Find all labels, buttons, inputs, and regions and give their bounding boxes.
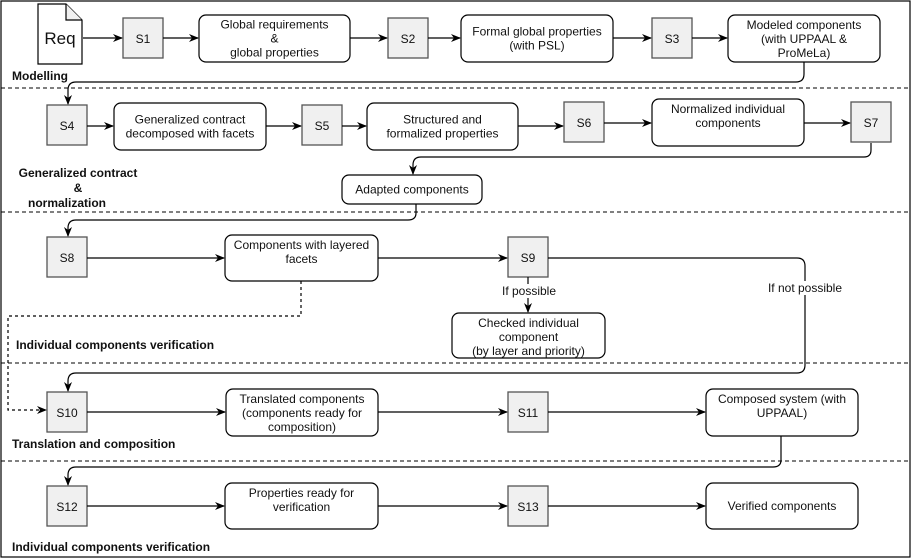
box-text-line: (with PSL) — [509, 39, 564, 53]
box-text-line: Generalized contract — [135, 113, 246, 127]
step-s13: S13 — [507, 485, 549, 527]
step-label: S1 — [136, 32, 151, 46]
step-label: S10 — [56, 406, 78, 420]
box-text-line: components — [695, 116, 760, 130]
phase-label-individual-verification: Individual components verification — [16, 338, 214, 352]
box-text-line: Formal global properties — [472, 25, 601, 39]
box-text-line: Global requirements — [220, 18, 328, 32]
phase-label-generalized: Generalized contract — [19, 166, 138, 180]
edge-label-if-not-possible: If not possible — [768, 281, 842, 295]
step-s1: S1 — [122, 17, 164, 59]
box-text-line: Components with layered — [234, 238, 369, 252]
box-text-line: (with UPPAAL & — [761, 32, 847, 46]
box-text-line: (by layer and priority) — [472, 344, 585, 358]
phase-label-generalized: normalization — [28, 196, 106, 210]
step-label: S11 — [518, 406, 539, 420]
box-text-line: Adapted components — [355, 183, 468, 197]
box-text-line: UPPAAL) — [757, 406, 807, 420]
step-s2: S2 — [387, 17, 429, 59]
box-text-line: component — [499, 330, 559, 344]
box-text-line: (components ready for — [242, 406, 362, 420]
phase-label-modelling: Modelling — [12, 69, 68, 83]
box-text-line: facets — [285, 252, 317, 266]
step-s12: S12 — [46, 485, 88, 527]
box-translated: Translated components(components ready f… — [225, 388, 379, 437]
box-global-req: Global requirements&global properties — [198, 14, 351, 63]
box-text-line: Modeled components — [747, 18, 862, 32]
step-s9: S9 — [507, 236, 549, 278]
box-text-line: Checked individual — [478, 316, 579, 330]
box-verified: Verified components — [705, 482, 859, 530]
step-s5: S5 — [301, 104, 343, 146]
box-text-line: Normalized individual — [671, 102, 785, 116]
box-adapted: Adapted components — [341, 174, 483, 205]
step-label: S6 — [577, 116, 592, 130]
step-s4: S4 — [46, 104, 88, 146]
box-text-line: Translated components — [240, 392, 365, 406]
box-formal-global: Formal global properties(with PSL) — [460, 14, 614, 63]
document-label: Req — [44, 29, 75, 48]
box-modeled: Modeled components(with UPPAAL &ProMeLa) — [727, 14, 881, 63]
step-s3: S3 — [651, 17, 693, 59]
step-label: S8 — [60, 251, 75, 265]
step-s11: S11 — [507, 391, 549, 433]
step-label: S3 — [665, 32, 680, 46]
step-s7: S7 — [850, 101, 892, 143]
step-label: S5 — [315, 119, 330, 133]
step-label: S9 — [521, 251, 536, 265]
box-text-line: formalized properties — [386, 127, 498, 141]
step-label: S7 — [864, 116, 879, 130]
box-text-line: Verified components — [728, 499, 837, 513]
edge-label-if-possible: If possible — [502, 284, 556, 298]
box-text-line: & — [270, 32, 278, 46]
phase-label-generalized: & — [74, 181, 83, 195]
box-text-line: Structured and — [403, 113, 482, 127]
step-s8: S8 — [46, 236, 88, 278]
step-label: S12 — [56, 500, 78, 514]
box-text-line: verification — [273, 500, 330, 514]
box-text-line: Composed system (with — [718, 392, 846, 406]
phase-label-translation: Translation and composition — [12, 437, 175, 451]
box-text-line: Properties ready for — [249, 486, 354, 500]
phase-label-individual-verification-2: Individual components verification — [12, 540, 210, 554]
box-text-line: global properties — [230, 46, 319, 60]
box-text-line: decomposed with facets — [126, 127, 255, 141]
box-text-line: ProMeLa) — [778, 46, 831, 60]
step-label: S4 — [60, 119, 75, 133]
step-s10: S10 — [46, 391, 88, 433]
box-text-line: composition) — [268, 420, 336, 434]
step-label: S2 — [401, 32, 416, 46]
edges — [7, 34, 872, 510]
requirements-document-icon: Req — [37, 3, 83, 65]
step-s6: S6 — [563, 101, 605, 143]
step-label: S13 — [517, 500, 539, 514]
